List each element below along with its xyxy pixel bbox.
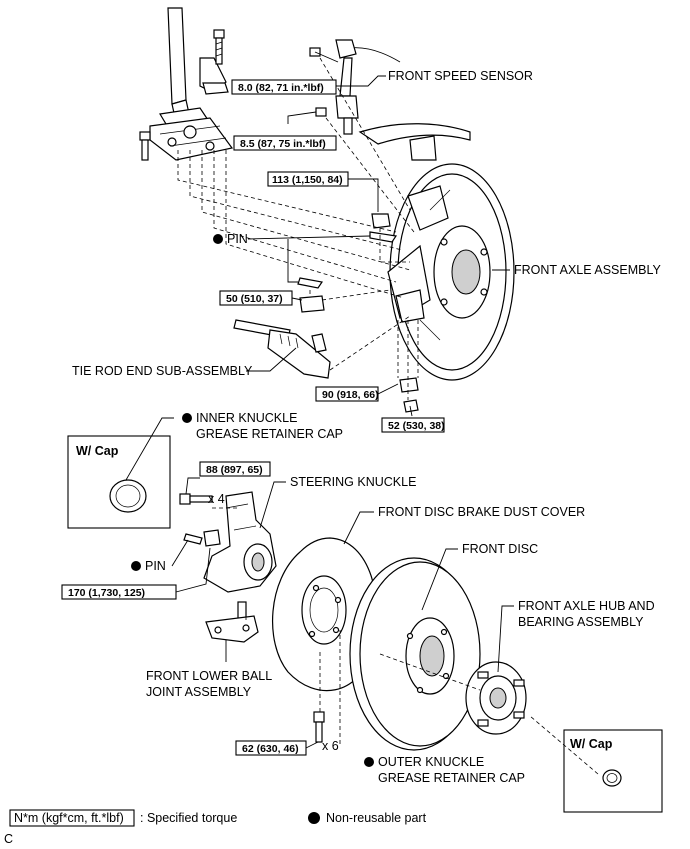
label-hub-line1: FRONT AXLE HUB AND <box>518 599 655 613</box>
torque-t5-text: 90 (918, 66) <box>322 389 379 401</box>
leader-lines <box>125 51 514 749</box>
bolt-top <box>213 29 225 65</box>
tie-rod-illustration <box>233 319 331 379</box>
label-ball-joint-line1: FRONT LOWER BALL <box>146 669 272 683</box>
nonreusable-dot-pin-lower <box>131 561 141 571</box>
label-front-disc: FRONT DISC <box>462 542 538 556</box>
torque-spec-t6: 52 (530, 38) <box>381 417 445 433</box>
legend-nonreusable: Non-reusable part <box>308 811 427 825</box>
bolt-count-x6: x 6 <box>322 739 339 753</box>
pin-upper-illustration <box>369 231 398 243</box>
bolt-left <box>139 131 151 161</box>
label-pin-upper: PIN <box>227 232 248 246</box>
label-inner-cap-line2: GREASE RETAINER CAP <box>196 427 343 441</box>
torque-spec-t4: 50 (510, 37) <box>219 290 293 306</box>
torque-spec-t5: 90 (918, 66) <box>315 386 379 402</box>
torque-t1-text: 8.0 (82, 71 in.*lbf) <box>238 82 324 94</box>
legend-torque-text: : Specified torque <box>140 811 237 825</box>
label-ball-joint-line2: JOINT ASSEMBLY <box>146 685 252 699</box>
wcap-right-panel <box>563 729 663 813</box>
torque-t4-text: 50 (510, 37) <box>226 293 283 305</box>
label-front-speed-sensor: FRONT SPEED SENSOR <box>388 69 533 83</box>
torque-spec-t9: 62 (630, 46) <box>235 740 307 756</box>
label-hub-line2: BEARING ASSEMBLY <box>518 615 644 629</box>
castle-nut-170 <box>203 529 221 547</box>
label-pin-lower: PIN <box>145 559 166 573</box>
nonreusable-dot-outer-cap <box>364 757 374 767</box>
steering-knuckle-illustration <box>203 491 277 593</box>
torque-t8-text: 170 (1,730, 125) <box>68 587 145 599</box>
wcap-left-title: W/ Cap <box>76 444 119 458</box>
torque-spec-t3: 113 (1,150, 84) <box>267 171 349 187</box>
label-tie-rod-end: TIE ROD END SUB-ASSEMBLY <box>72 364 253 378</box>
torque-t9-text: 62 (630, 46) <box>242 743 299 755</box>
front-axle-assembly-illustration <box>387 163 515 381</box>
nut-113 <box>371 213 391 229</box>
nonreusable-dot-pin-upper <box>213 234 223 244</box>
corner-code: C <box>4 832 13 846</box>
torque-spec-t7: 88 (897, 65) <box>199 461 271 477</box>
legend-torque: N*m (kgf*cm, ft.*lbf) : Specified torque <box>9 809 237 827</box>
nut-52 <box>403 399 419 413</box>
torque-spec-t8: 170 (1,730, 125) <box>61 584 177 600</box>
nonreusable-dot-inner-cap <box>182 413 192 423</box>
hub-bearing-illustration <box>465 661 527 735</box>
label-outer-cap-line2: GREASE RETAINER CAP <box>378 771 525 785</box>
label-inner-cap-line1: INNER KNUCKLE <box>196 411 297 425</box>
legend-nonreusable-dot <box>308 812 320 824</box>
torque-t6-text: 52 (530, 38) <box>388 420 445 432</box>
wcap-right-title: W/ Cap <box>570 737 613 751</box>
nut-90 <box>399 377 419 393</box>
torque-spec-t1: 8.0 (82, 71 in.*lbf) <box>231 79 337 95</box>
wcap-left-panel <box>67 435 171 529</box>
label-outer-cap-line1: OUTER KNUCKLE <box>378 755 484 769</box>
bolt-88 <box>179 493 213 505</box>
brake-hose-bracket <box>199 57 229 95</box>
torque-t3-text: 113 (1,150, 84) <box>272 174 343 186</box>
bolt-62 <box>313 711 325 743</box>
castle-nut-50 <box>299 295 325 313</box>
label-front-axle-assembly: FRONT AXLE ASSEMBLY <box>514 263 661 277</box>
bolt-count-x4: x 4 <box>208 492 225 506</box>
front-disc-illustration <box>349 557 481 751</box>
label-steering-knuckle: STEERING KNUCKLE <box>290 475 416 489</box>
assembly-guide-lines-bottom <box>212 507 599 775</box>
legend-torque-box-text: N*m (kgf*cm, ft.*lbf) <box>14 811 124 825</box>
upper-arm-illustration <box>358 123 471 161</box>
pin-50-illustration <box>297 277 324 289</box>
torque-t7-text: 88 (897, 65) <box>206 464 263 476</box>
label-dust-cover: FRONT DISC BRAKE DUST COVER <box>378 505 585 519</box>
legend-nonreusable-text: Non-reusable part <box>326 811 427 825</box>
torque-t2-text: 8.5 (87, 75 in.*lbf) <box>240 138 326 150</box>
shock-absorber-illustration <box>149 7 234 161</box>
pin-lower-illustration <box>183 533 203 545</box>
ball-joint-illustration <box>205 601 259 643</box>
torque-spec-t2: 8.5 (87, 75 in.*lbf) <box>233 135 337 151</box>
assembly-guide-lines-top <box>177 57 419 400</box>
